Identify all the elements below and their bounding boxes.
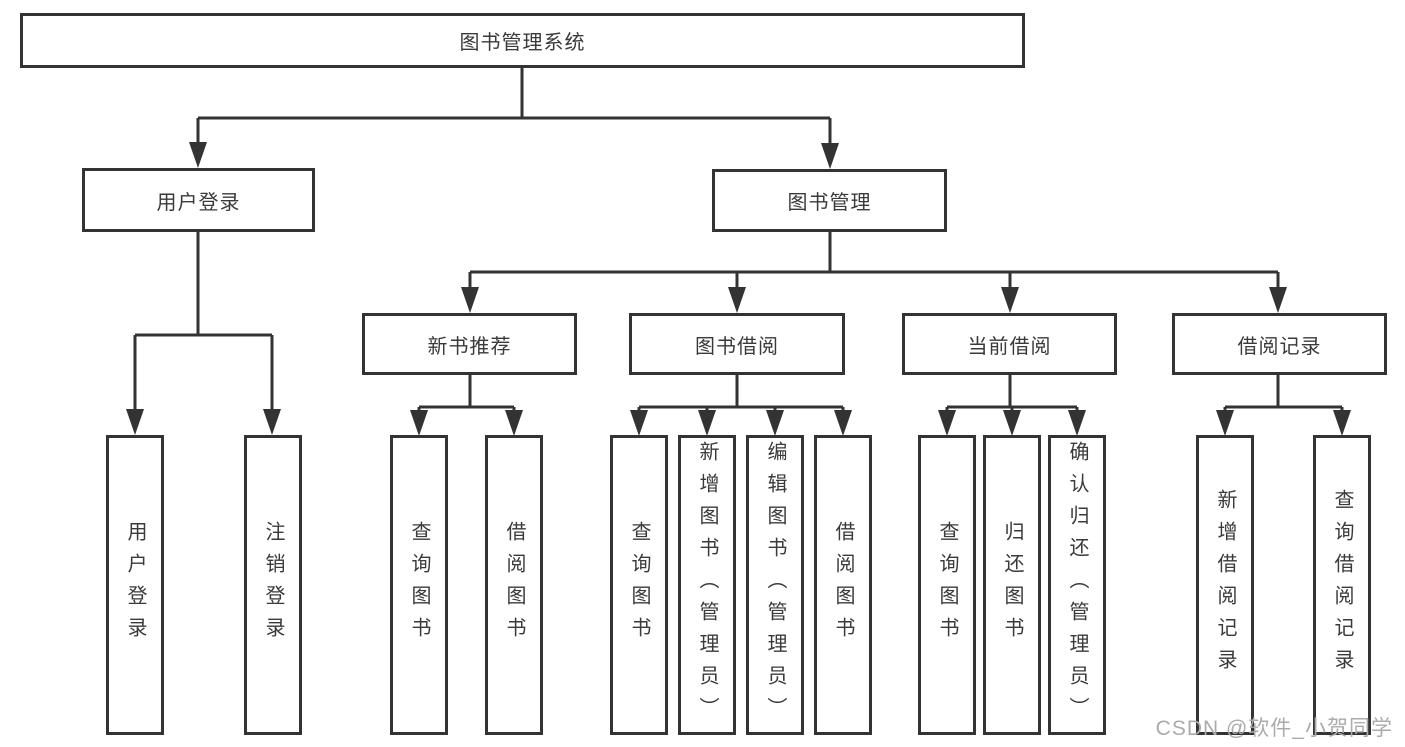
csdn-watermark: CSDN @软件_小贺同学 [1155,717,1393,740]
node-current-borrowing-label: 当前借阅 [967,335,1052,358]
leaf-query-books-1-label: 查询图书 [408,521,430,649]
leaf-edit-books-admin: 编辑图书（管理员） [746,435,804,735]
leaf-add-books-admin: 新增图书（管理员） [678,435,736,735]
node-book-borrowing: 图书借阅 [629,313,845,375]
node-book-management: 图书管理 [712,169,947,232]
arrowhead-icon [189,142,207,168]
node-book-management-label: 图书管理 [787,192,872,214]
leaf-logout: 注销登录 [244,435,302,735]
leaf-query-borrow-record-label: 查询借阅记录 [1331,489,1353,681]
node-root: 图书管理系统 [20,13,1025,68]
node-borrowing-records: 借阅记录 [1172,313,1387,375]
leaf-add-books-admin-label: 新增图书（管理员） [696,441,718,729]
node-user-login-label: 用户登录 [156,191,241,214]
leaf-borrow-books-2: 借阅图书 [814,435,872,735]
arrowhead-icon [1001,287,1019,313]
leaf-logout-label: 注销登录 [262,521,284,649]
leaf-borrow-books-2-label: 借阅图书 [832,521,854,649]
leaf-edit-books-admin-label: 编辑图书（管理员） [764,441,786,729]
node-new-book-recommend-label: 新书推荐 [427,335,512,358]
leaf-borrow-books-1: 借阅图书 [485,435,543,735]
arrowhead-icon [630,410,648,436]
arrowhead-icon [461,287,479,313]
arrowhead-icon [698,410,716,436]
leaf-query-borrow-record: 查询借阅记录 [1313,435,1371,735]
arrowhead-icon [505,410,523,436]
arrowhead-icon [126,409,144,435]
leaf-add-borrow-record-label: 新增借阅记录 [1214,489,1236,681]
arrowhead-icon [1003,410,1021,436]
arrowhead-icon [938,410,956,436]
leaf-user-login-label: 用户登录 [124,521,146,649]
arrowhead-icon [1216,410,1234,436]
node-user-login: 用户登录 [82,168,315,232]
arrowhead-icon [263,409,281,435]
leaf-query-books-1: 查询图书 [390,435,448,735]
leaf-add-borrow-record: 新增借阅记录 [1196,435,1254,735]
arrowhead-icon [1068,410,1086,436]
arrowhead-icon [766,410,784,436]
node-new-book-recommend: 新书推荐 [362,313,577,375]
arrowhead-icon [1269,287,1287,313]
node-borrowing-records-label: 借阅记录 [1237,335,1322,358]
leaf-return-books-label: 归还图书 [1001,521,1023,649]
leaf-user-login: 用户登录 [106,435,164,735]
node-root-label: 图书管理系统 [459,32,586,54]
arrowhead-icon [821,143,839,169]
leaf-query-books-3-label: 查询图书 [936,521,958,649]
leaf-query-books-2-label: 查询图书 [628,521,650,649]
arrowhead-icon [410,410,428,436]
leaf-confirm-return-admin: 确认归还（管理员） [1048,435,1106,735]
arrowhead-icon [728,287,746,313]
leaf-query-books-3: 查询图书 [918,435,976,735]
node-book-borrowing-label: 图书借阅 [695,335,779,358]
leaf-query-books-2: 查询图书 [610,435,668,735]
leaf-confirm-return-admin-label: 确认归还（管理员） [1066,441,1088,729]
arrowhead-icon [1333,410,1351,436]
leaf-return-books: 归还图书 [983,435,1041,735]
leaf-borrow-books-1-label: 借阅图书 [503,521,525,649]
arrowhead-icon [834,410,852,436]
node-current-borrowing: 当前借阅 [902,313,1117,375]
